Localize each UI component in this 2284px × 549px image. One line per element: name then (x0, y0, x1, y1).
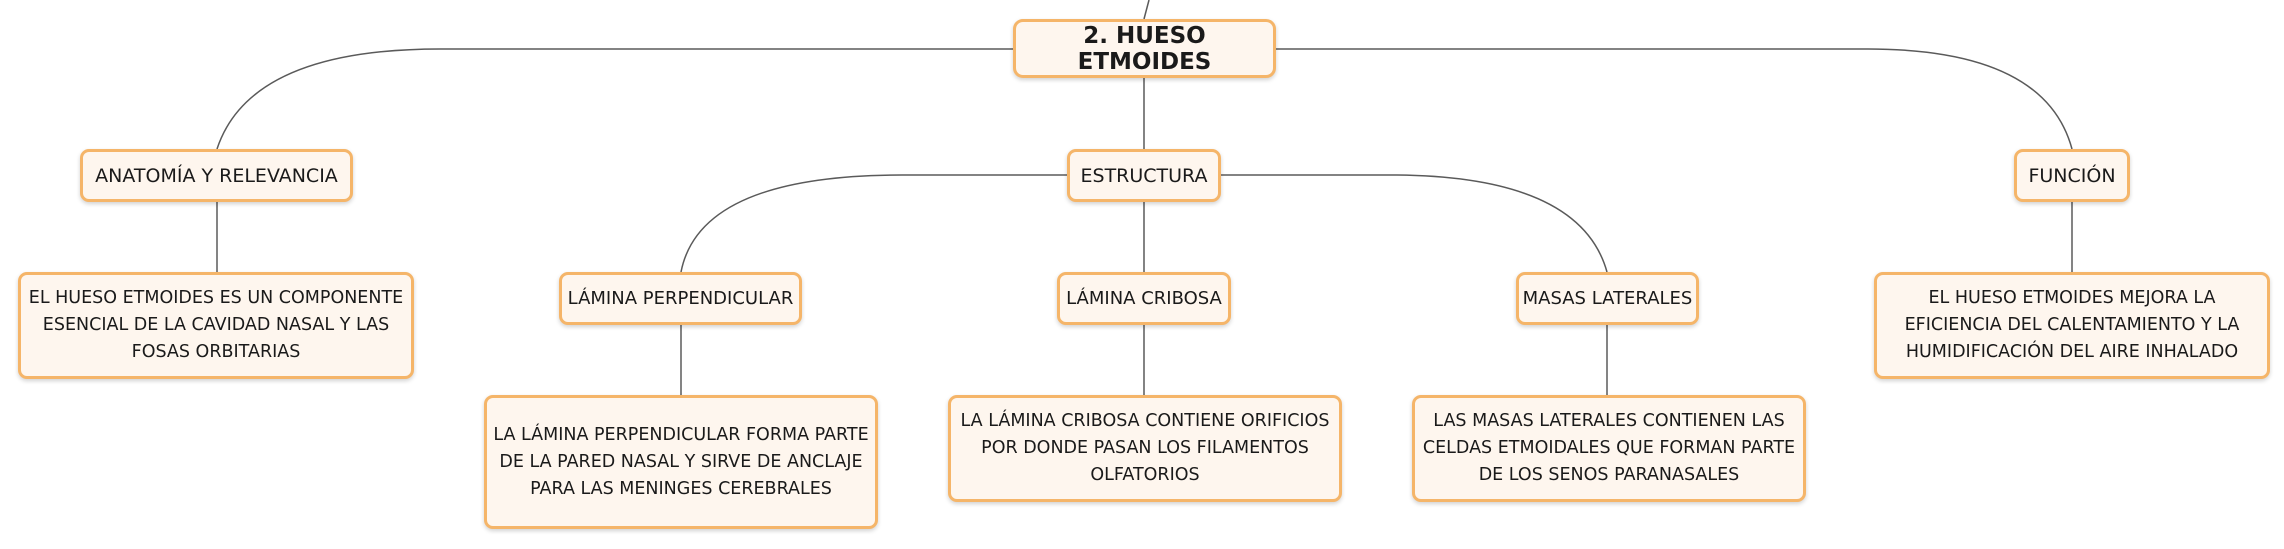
perpendicular-detail-text: LA LÁMINA PERPENDICULAR FORMA PARTE DE L… (493, 424, 869, 499)
connector-root-parent (1143, 0, 1150, 20)
connector-root-funcion (1276, 48, 2073, 150)
masas-label: MASAS LATERALES (1522, 288, 1693, 309)
anatomia-detail-node[interactable]: EL HUESO ETMOIDES ES UN COMPONENTE ESENC… (18, 272, 414, 379)
funcion-node[interactable]: FUNCIÓN (2014, 149, 2130, 202)
cribosa-detail-text: LA LÁMINA CRIBOSA CONTIENE ORIFICIOS POR… (960, 411, 1330, 485)
root-label: 2. HUESO ETMOIDES (1077, 22, 1212, 75)
estructura-label: ESTRUCTURA (1080, 164, 1208, 187)
root-node[interactable]: 2. HUESO ETMOIDES (1013, 19, 1276, 78)
masas-node[interactable]: MASAS LATERALES (1516, 272, 1699, 325)
cribosa-label: LÁMINA CRIBOSA (1066, 288, 1222, 309)
anatomia-label: ANATOMÍA Y RELEVANCIA (95, 164, 338, 187)
perpendicular-label: LÁMINA PERPENDICULAR (567, 288, 794, 309)
anatomia-node[interactable]: ANATOMÍA Y RELEVANCIA (80, 149, 353, 202)
anatomia-detail-text: EL HUESO ETMOIDES ES UN COMPONENTE ESENC… (28, 288, 404, 362)
cribosa-detail-node[interactable]: LA LÁMINA CRIBOSA CONTIENE ORIFICIOS POR… (948, 395, 1342, 502)
cribosa-node[interactable]: LÁMINA CRIBOSA (1057, 272, 1231, 325)
estructura-node[interactable]: ESTRUCTURA (1067, 149, 1221, 202)
perpendicular-detail-node[interactable]: LA LÁMINA PERPENDICULAR FORMA PARTE DE L… (484, 395, 878, 529)
funcion-detail-text: EL HUESO ETMOIDES MEJORA LA EFICIENCIA D… (1904, 288, 2240, 362)
masas-detail-node[interactable]: LAS MASAS LATERALES CONTIENEN LAS CELDAS… (1412, 395, 1806, 502)
funcion-label: FUNCIÓN (2028, 164, 2116, 187)
connector-estructura-masas (1221, 174, 1608, 273)
funcion-detail-node[interactable]: EL HUESO ETMOIDES MEJORA LA EFICIENCIA D… (1874, 272, 2270, 379)
connector-root-anatomia (216, 48, 1013, 150)
perpendicular-node[interactable]: LÁMINA PERPENDICULAR (559, 272, 802, 325)
connector-estructura-perpendicular (680, 174, 1067, 273)
masas-detail-text: LAS MASAS LATERALES CONTIENEN LAS CELDAS… (1422, 411, 1796, 485)
